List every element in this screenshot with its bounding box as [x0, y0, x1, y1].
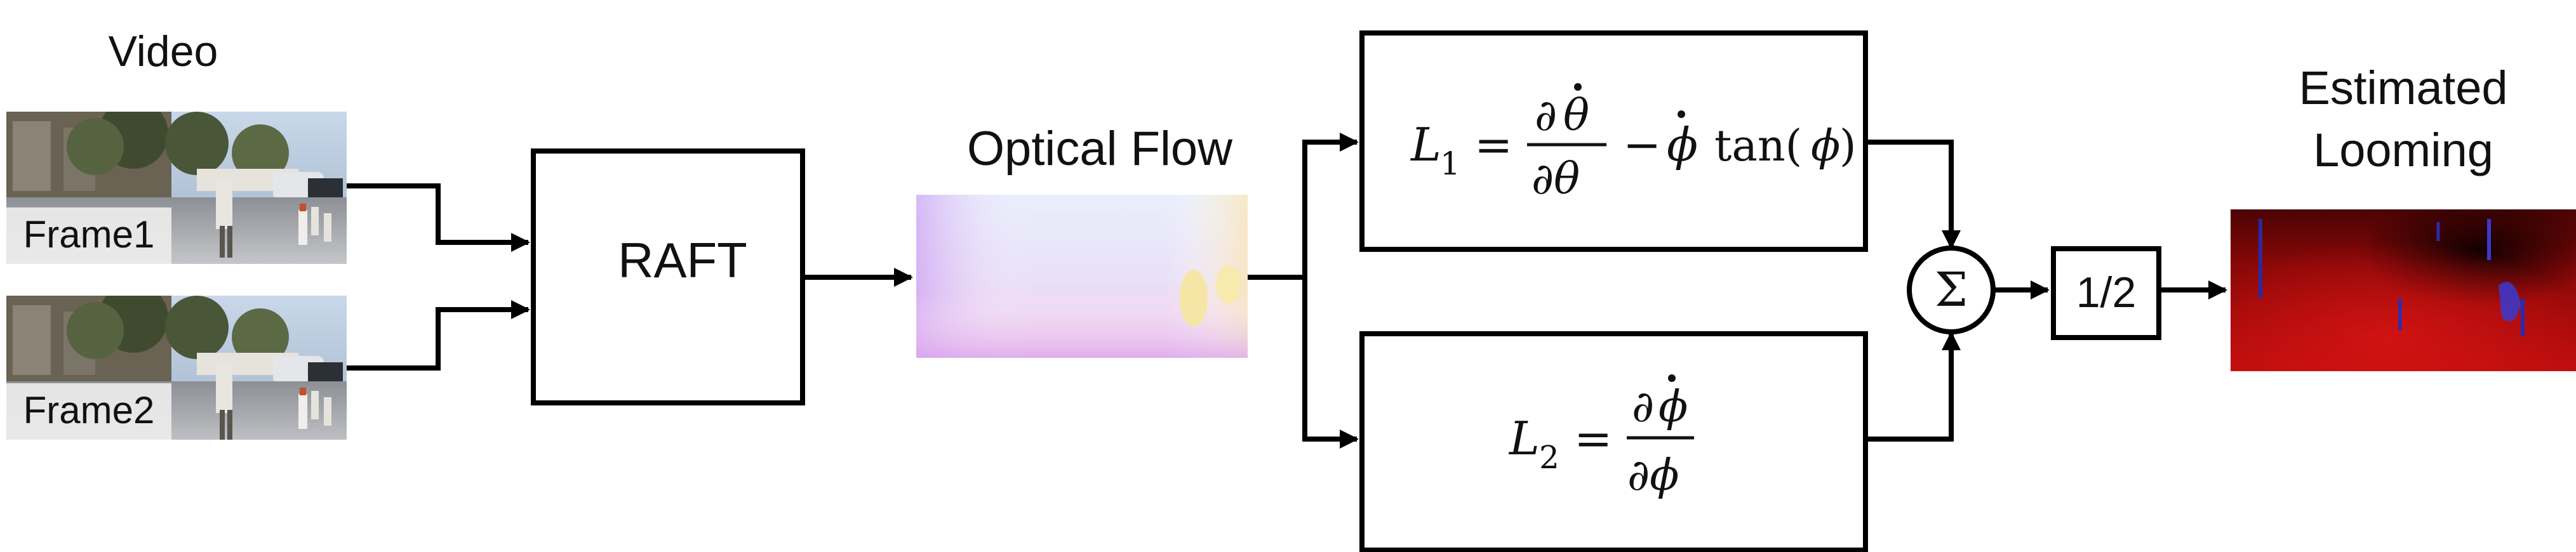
l2-phi-dot — [1668, 374, 1676, 382]
half-label: 1/2 — [2076, 268, 2137, 317]
estimated-looming-image — [2231, 209, 2576, 371]
svg-text:θ: θ — [1563, 91, 1589, 141]
frame2-label: Frame2 — [23, 389, 155, 431]
svg-text:): ) — [1839, 121, 1857, 171]
svg-text:L: L — [1410, 118, 1441, 171]
video-title: Video — [109, 27, 218, 76]
flow-to-l2-arrow — [1302, 275, 1359, 449]
l1-to-sum-arrow — [1865, 140, 1961, 249]
frame1-label: Frame1 — [23, 213, 155, 256]
optical-flow-title: Optical Flow — [967, 122, 1233, 176]
svg-text:−: − — [1623, 118, 1661, 171]
frame1-label-bg — [6, 207, 171, 264]
optical-flow-image — [916, 195, 1248, 358]
svg-text:∂θ: ∂θ — [1532, 154, 1580, 204]
l1-box — [1359, 30, 1868, 252]
svg-text:1: 1 — [1440, 145, 1460, 182]
l1-equation: L 1 = ∂ θ ∂θ − ϕ tan( ϕ ) — [1410, 83, 1857, 204]
svg-text:tan(: tan( — [1714, 121, 1802, 171]
svg-text:=: = — [1474, 118, 1512, 171]
raft-label: RAFT — [618, 232, 747, 288]
l2-box — [1359, 331, 1868, 552]
frame2-to-raft-arrow — [347, 300, 530, 371]
svg-text:L: L — [1508, 412, 1540, 465]
raft-box — [531, 148, 805, 405]
svg-text:∂: ∂ — [1632, 382, 1654, 432]
svg-text:∂: ∂ — [1535, 91, 1557, 141]
svg-text:2: 2 — [1539, 439, 1559, 476]
svg-text:ϕ: ϕ — [1811, 121, 1840, 171]
frame2-label-bg — [6, 383, 171, 440]
l1-phi-dot — [1678, 110, 1685, 118]
sum-symbol: Σ — [1935, 263, 1968, 317]
svg-text:ϕ: ϕ — [1667, 118, 1698, 171]
svg-text:∂ϕ: ∂ϕ — [1627, 450, 1679, 501]
l2-equation: L 2 = ∂ ϕ ∂ϕ — [1508, 374, 1694, 501]
half-box — [2051, 246, 2161, 340]
l1-theta-dot — [1574, 83, 1582, 91]
l2-to-sum-arrow — [1865, 331, 1961, 442]
svg-text:ϕ: ϕ — [1658, 382, 1688, 432]
frame1-to-raft-arrow — [347, 183, 530, 252]
output-title-line1: Estimated — [2299, 62, 2507, 114]
svg-text:=: = — [1574, 412, 1612, 465]
flow-to-l1-arrow — [1302, 133, 1359, 280]
output-title-line2: Looming — [2313, 124, 2493, 176]
